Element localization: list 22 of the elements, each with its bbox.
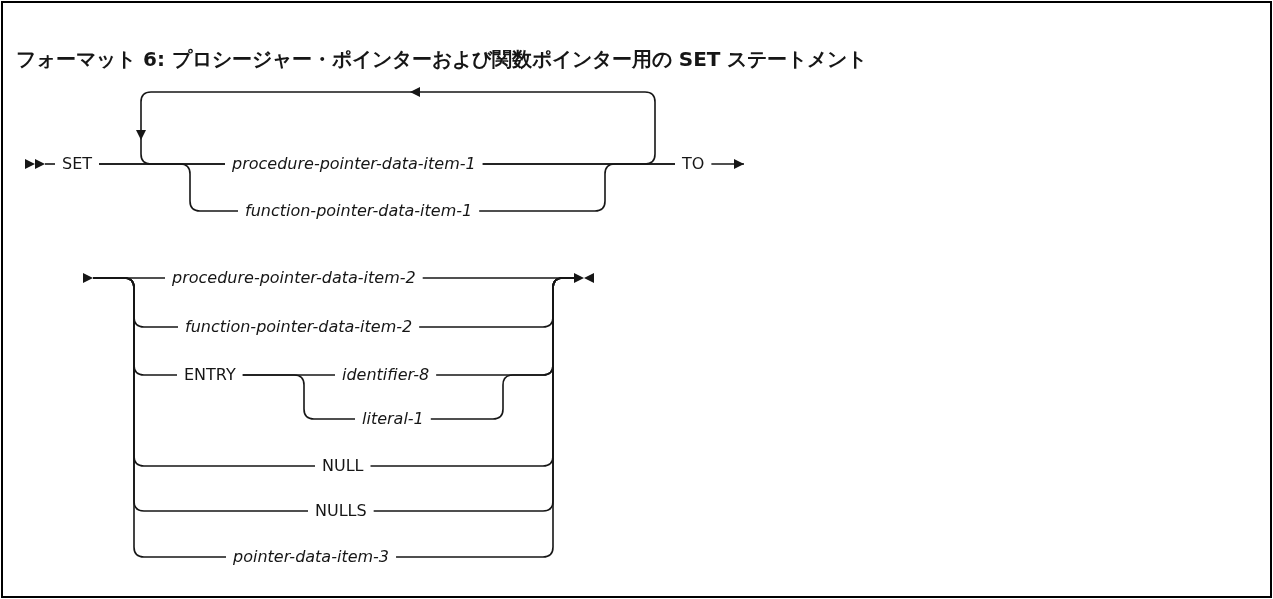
keyword: NULLS xyxy=(308,500,374,522)
variable-name: procedure-pointer-data-item-1 xyxy=(225,153,483,175)
variable-name: identifier-8 xyxy=(335,364,437,386)
arrow xyxy=(710,159,745,169)
syntax-line xyxy=(44,163,56,165)
keyword: TO xyxy=(675,153,712,175)
variable-name: function-pointer-data-item-2 xyxy=(178,316,420,338)
keyword: SET xyxy=(55,153,100,175)
end-mark xyxy=(574,272,594,284)
syntax-line xyxy=(241,374,356,420)
continuation-mark xyxy=(83,272,93,284)
variable-name: literal-1 xyxy=(355,408,431,430)
variable-name: procedure-pointer-data-item-2 xyxy=(165,267,423,289)
repeat-arrow xyxy=(136,87,656,165)
syntax-line xyxy=(478,163,676,212)
syntax-line xyxy=(98,163,239,212)
start-mark xyxy=(25,158,45,170)
keyword: NULL xyxy=(315,455,371,477)
diagram-title: フォーマット 6: プロシージャー・ポインターおよび関数ポインター用の SET ステートメント xyxy=(16,46,868,73)
variable-name: pointer-data-item-3 xyxy=(226,546,397,568)
variable-name: function-pointer-data-item-1 xyxy=(238,200,480,222)
keyword: ENTRY xyxy=(177,364,243,386)
